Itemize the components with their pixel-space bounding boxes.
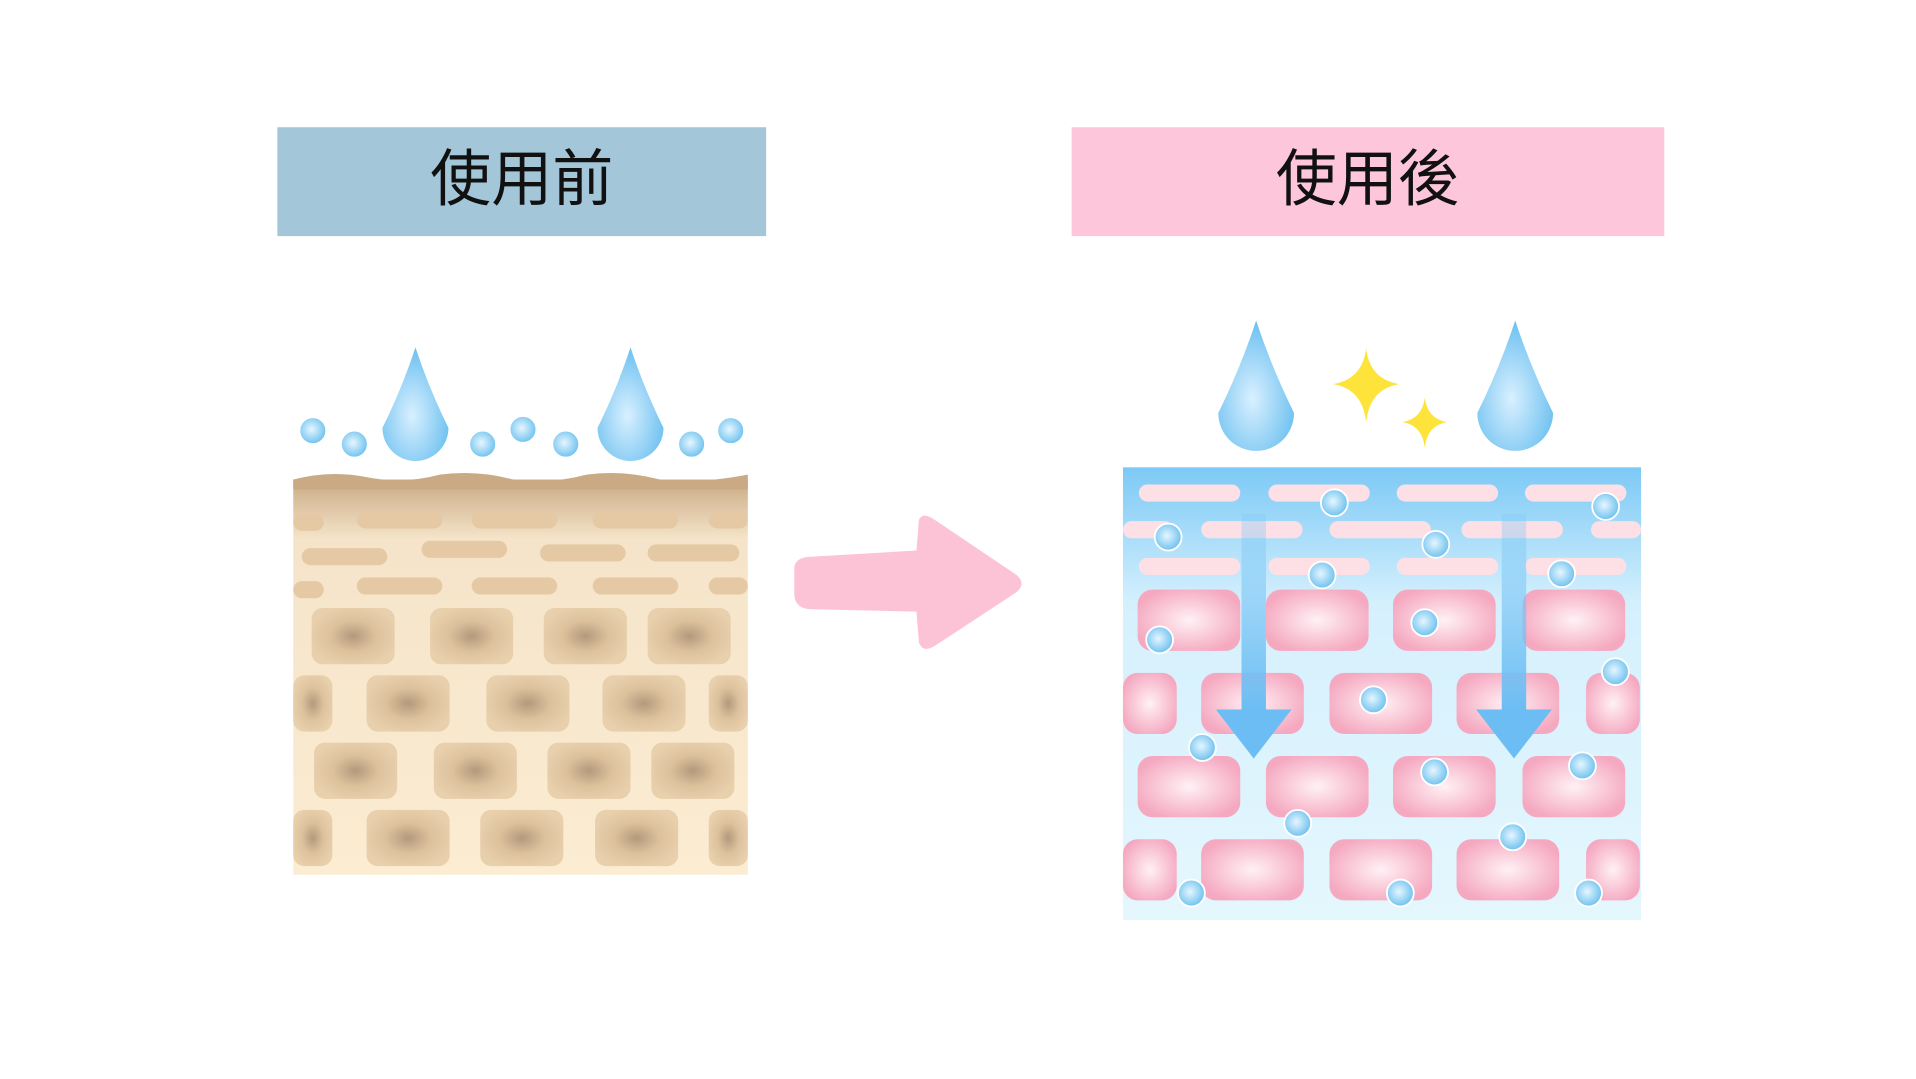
skin-cell xyxy=(433,742,517,799)
before-label-box: 使用前 xyxy=(277,127,767,237)
skin-layer xyxy=(1268,484,1370,502)
down-arrow-icon xyxy=(1241,513,1266,710)
skin-cell xyxy=(1122,839,1177,901)
after-label-box: 使用後 xyxy=(1071,127,1665,237)
skin-cell xyxy=(1522,589,1626,651)
skin-cell xyxy=(1265,589,1369,651)
skin-cell xyxy=(651,742,735,799)
skin-cell xyxy=(1456,839,1560,901)
water-bubble xyxy=(551,429,581,459)
skin-flake xyxy=(301,548,388,566)
water-bubble xyxy=(1568,751,1597,781)
water-bubble xyxy=(1145,625,1174,655)
water-drop-icon xyxy=(1218,320,1295,451)
water-bubble xyxy=(1574,878,1603,908)
skin-flake xyxy=(471,511,558,529)
skin-layer xyxy=(1329,521,1431,539)
skin-flake xyxy=(293,513,324,531)
water-bubble xyxy=(1319,488,1349,518)
water-bubble xyxy=(677,429,706,459)
skin-cell xyxy=(1522,756,1626,818)
water-bubble xyxy=(1359,685,1388,715)
water-bubble xyxy=(1591,492,1620,521)
skin-cell xyxy=(595,809,679,867)
skin-cell xyxy=(547,742,631,799)
skin-cell xyxy=(1201,839,1304,901)
skin-flake xyxy=(647,544,740,562)
down-arrow-icon xyxy=(1476,709,1552,759)
after-label: 使用後 xyxy=(1276,144,1459,215)
skin-cell xyxy=(1586,672,1640,735)
skin-cell xyxy=(1393,589,1496,651)
water-bubble xyxy=(716,416,746,445)
down-arrow-icon xyxy=(1501,513,1527,710)
skin-flake xyxy=(293,581,324,599)
skin-cell xyxy=(1265,756,1369,818)
skin-layer xyxy=(1590,521,1642,539)
skin-layer xyxy=(1396,557,1499,575)
water-bubble xyxy=(1601,657,1630,686)
water-drop-icon xyxy=(1477,320,1554,451)
water-bubble xyxy=(1547,559,1576,589)
skin-cell xyxy=(430,608,514,665)
skin-flake xyxy=(592,511,679,529)
water-bubble xyxy=(1420,757,1449,787)
water-bubble xyxy=(1153,522,1183,552)
skin-cell xyxy=(293,675,333,732)
water-bubble xyxy=(508,415,538,444)
skin-cell xyxy=(293,809,333,867)
skin-flake xyxy=(592,577,679,595)
skin-layer xyxy=(1138,557,1241,575)
skin-flake xyxy=(356,511,443,529)
skin-flake xyxy=(356,577,443,595)
skin-cell xyxy=(708,675,748,732)
dry-skin-illustration xyxy=(293,473,748,875)
sparkle-icon xyxy=(1333,348,1447,448)
skin-flake xyxy=(471,577,558,595)
skin-cell xyxy=(1122,672,1177,735)
water-drop-icon xyxy=(382,347,449,461)
skin-flake xyxy=(421,540,508,558)
skin-flake xyxy=(708,511,748,529)
water-bubble xyxy=(1410,608,1440,638)
water-bubble xyxy=(298,416,328,445)
skin-cell xyxy=(1393,756,1496,818)
water-bubble xyxy=(340,429,369,459)
skin-cell xyxy=(1137,756,1241,818)
water-drop-icon xyxy=(597,347,664,461)
water-bubble xyxy=(1307,560,1337,590)
skin-layer xyxy=(1396,484,1499,502)
water-bubble xyxy=(1421,530,1451,559)
skin-cell xyxy=(543,608,627,665)
skin-cell xyxy=(311,608,395,665)
skin-cell xyxy=(366,675,450,732)
before-label: 使用前 xyxy=(430,144,613,215)
water-bubble xyxy=(1283,808,1313,838)
skin-flake xyxy=(708,577,748,595)
skin-cell xyxy=(314,742,398,799)
water-bubble xyxy=(1385,878,1415,908)
water-bubble xyxy=(1177,878,1206,908)
skin-cell xyxy=(602,675,686,732)
skin-cell xyxy=(647,608,731,665)
skin-cell xyxy=(1329,839,1433,901)
water-bubble xyxy=(468,429,498,459)
skin-cell xyxy=(366,809,450,867)
skin-flake xyxy=(540,544,626,562)
water-bubble xyxy=(1498,822,1528,852)
skin-cell xyxy=(480,809,564,867)
right-arrow-icon xyxy=(794,515,1022,649)
down-arrow-icon xyxy=(1215,709,1292,759)
water-bubble xyxy=(1188,733,1217,762)
hydrated-skin-illustration xyxy=(1122,467,1642,920)
skin-cell xyxy=(708,809,748,867)
skin-cell xyxy=(486,675,570,732)
skin-layer xyxy=(1138,484,1241,502)
